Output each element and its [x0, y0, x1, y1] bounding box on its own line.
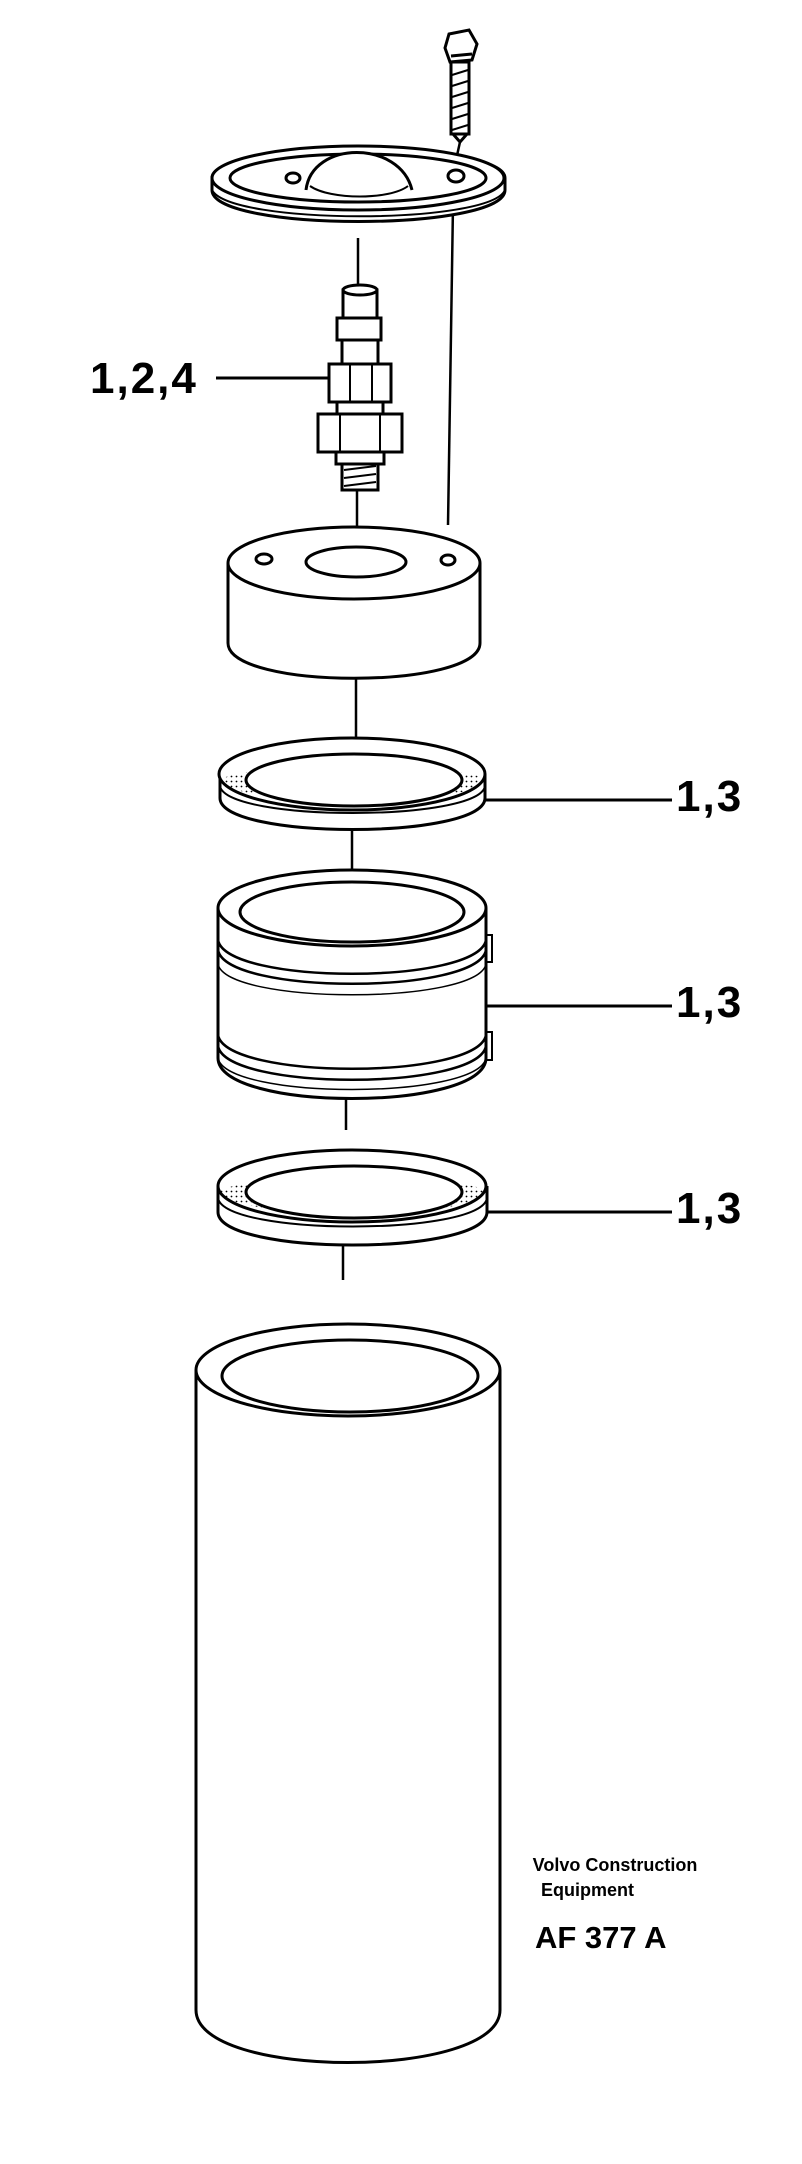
lower-seal-ring [216, 1148, 489, 1247]
upper-seal-ring [217, 736, 487, 831]
brand-name: Volvo Construction [532, 1855, 698, 1875]
cover-plate [210, 144, 507, 223]
cylinder-tube [194, 1322, 502, 2064]
callout-fitting: 1,2,4 [90, 354, 198, 403]
fitting-assembly [316, 283, 404, 492]
callout-lower-seal: 1,3 [676, 1184, 744, 1233]
piston [216, 868, 493, 1100]
brand-subtitle: Equipment [541, 1880, 634, 1900]
document-code: AF 377 A [535, 1920, 667, 1955]
callout-piston: 1,3 [676, 978, 744, 1027]
bolt [443, 28, 479, 145]
cylinder-head [226, 525, 482, 680]
callout-upper-seal: 1,3 [676, 772, 744, 821]
